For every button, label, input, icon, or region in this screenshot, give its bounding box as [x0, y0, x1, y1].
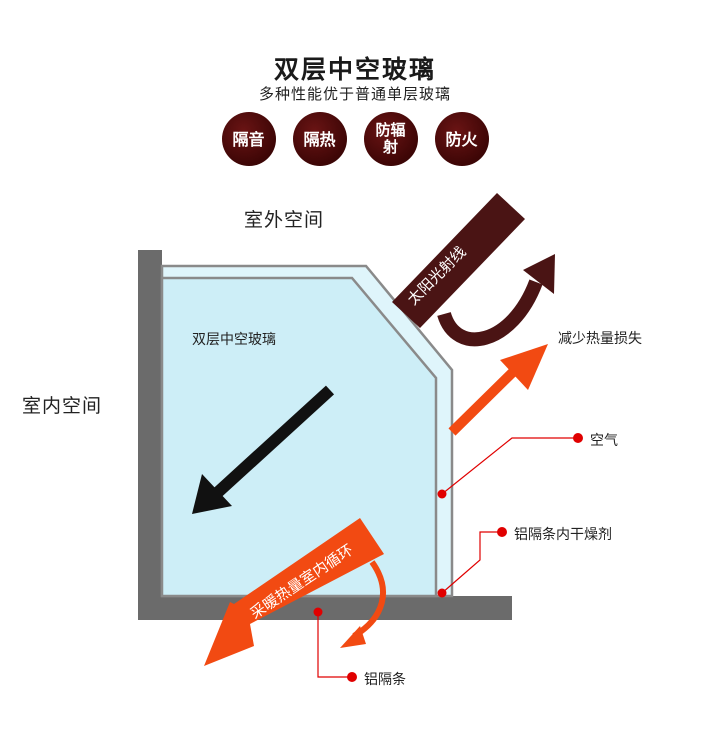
dot-spacer-source — [313, 607, 323, 617]
badge-anti-radiation: 防辐射 — [363, 112, 418, 166]
badge-heat-insulation-label: 隔热 — [303, 129, 336, 149]
heat-return-arrow — [352, 560, 386, 639]
callout-heat-loss: 减少热量损失 — [558, 331, 642, 347]
heat-loss-arrowhead — [500, 344, 548, 390]
badge-soundproof-label: 隔音 — [232, 129, 265, 149]
feature-badges: 隔音 隔热 防辐射 防火 — [0, 112, 710, 166]
page-subtitle: 多种性能优于普通单层玻璃 — [258, 85, 451, 103]
callout-spacer: 铝隔条 — [364, 672, 406, 688]
sunlight-reflect-arrow — [437, 279, 543, 347]
callout-dots — [313, 433, 583, 682]
dot-desiccant — [497, 527, 507, 537]
heat-loss-arrow-shaft — [448, 366, 519, 436]
sunlight-reflect-arrowhead — [523, 254, 555, 294]
sunlight-arrow — [392, 193, 525, 328]
dot-spacer — [347, 672, 357, 682]
dot-air — [573, 433, 583, 443]
glass-type-label: 双层中空玻璃 — [192, 332, 276, 348]
callout-spacer-line — [317, 612, 352, 678]
badge-fireproof-label: 防火 — [445, 129, 478, 149]
dot-air-source — [437, 489, 447, 499]
callout-desiccant: 铝隔条内干燥剂 — [514, 527, 612, 543]
indoor-space-label: 室内空间 — [22, 395, 103, 417]
dot-desiccant-source — [437, 588, 447, 598]
inner-glass-pane — [160, 276, 438, 598]
badge-heat-insulation: 隔热 — [292, 112, 347, 166]
callout-desiccant-line — [441, 531, 502, 594]
badge-anti-radiation-label: 防辐射 — [375, 121, 406, 156]
inside-black-arrowhead — [192, 474, 232, 514]
callout-air-line — [441, 437, 578, 495]
badge-fireproof: 防火 — [434, 112, 489, 166]
inside-black-arrow-shaft — [211, 385, 335, 499]
callout-air: 空气 — [590, 433, 618, 449]
outdoor-space-label: 室外空间 — [244, 209, 325, 231]
badge-soundproof: 隔音 — [221, 112, 276, 166]
heat-circulation-arrow — [204, 518, 384, 666]
callout-lines — [317, 437, 578, 678]
heat-return-arrowhead — [340, 626, 366, 648]
page-title: 双层中空玻璃 — [273, 55, 436, 84]
